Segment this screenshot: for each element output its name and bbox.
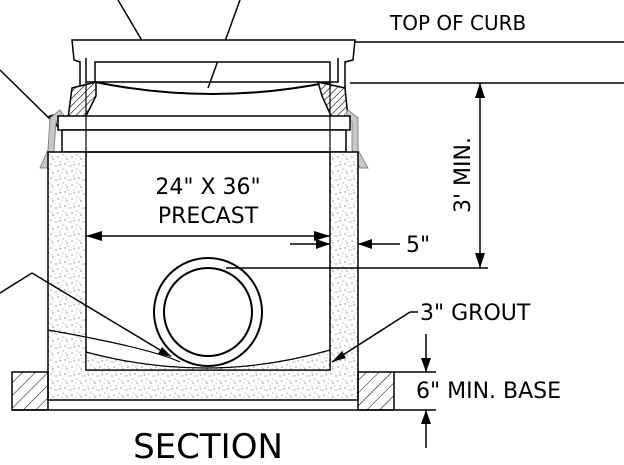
outlet-pipe-inner <box>163 267 253 357</box>
label-top-of-curb: TOP OF CURB <box>389 11 526 35</box>
wall-arrow-right <box>358 239 372 249</box>
base-arrow-lower <box>421 410 431 424</box>
grate-top-plate <box>85 58 339 83</box>
invert-curve <box>47 329 181 363</box>
grout-leader-arrowhead <box>332 351 346 362</box>
leader-line-invert <box>31 272 171 357</box>
grout-leader-diagonal <box>331 311 411 363</box>
width-arrow-right <box>314 231 330 241</box>
adjustment-ring-left <box>67 81 97 119</box>
top-slab <box>61 129 347 153</box>
leader-line-ring <box>0 69 59 128</box>
depth-arrow-bottom <box>475 253 485 268</box>
label-min-depth: 3' MIN. <box>451 137 476 213</box>
leader-line-frame <box>117 0 145 45</box>
base-hatch-left <box>11 371 49 411</box>
grate-curve <box>94 81 331 95</box>
base-hatch-right <box>357 371 395 411</box>
label-precast: PRECAST <box>158 204 259 229</box>
adjustment-ring-right <box>316 80 349 119</box>
label-base: 6" MIN. BASE <box>416 379 561 404</box>
grout-fill <box>85 349 331 371</box>
leader-arrowhead-invert <box>158 347 172 357</box>
leader-line-pipe <box>0 272 33 294</box>
section-title: SECTION <box>133 427 283 465</box>
base-arrow-upper <box>421 358 431 372</box>
depth-arrow-top <box>475 83 485 98</box>
top-slab-ring <box>57 115 351 131</box>
label-wall-thickness: 5" <box>406 233 430 258</box>
grate-frame <box>71 39 356 89</box>
label-size: 24" X 36" <box>155 175 260 200</box>
width-arrow-left <box>86 231 102 241</box>
label-grout: 3" GROUT <box>420 301 531 326</box>
wall-arrow-left <box>316 239 330 249</box>
